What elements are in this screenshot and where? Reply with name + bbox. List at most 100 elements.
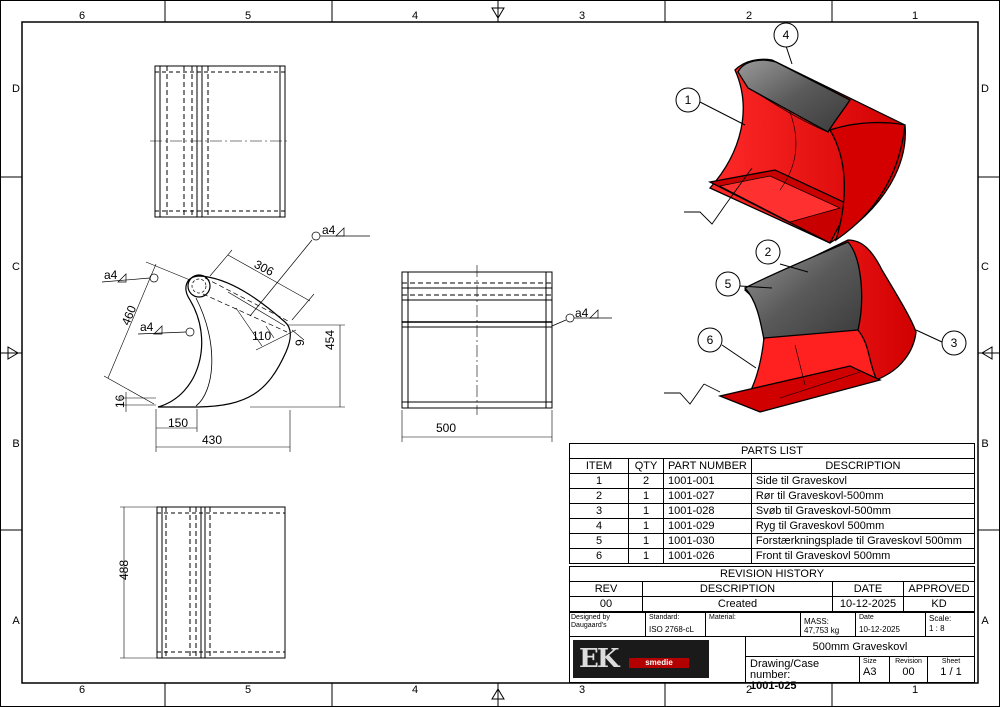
parts-list-table: PARTS LIST ITEM QTY PART NUMBER DESCRIPT… [569,443,976,564]
cell-part: 1001-001 [663,473,752,489]
weld-text-side: a4 a4 a4 [104,223,336,334]
mass-label: MASS: [804,617,829,626]
balloons [675,22,967,369]
weld-a4-2: a4 [140,320,154,334]
material-label: Material: [709,614,736,621]
cell-item: 3 [569,503,629,519]
standard-cell: Standard: ISO 2768-cL [646,613,706,637]
balloon-6: 6 [707,333,714,347]
drawing-number-cell: Drawing/Case number: 1001-025 [746,657,860,692]
zone-col-3: 3 [579,10,585,22]
zone-row-C-r: C [981,261,989,273]
cell-desc: Forstærkningsplade til Graveskovl 500mm [750,533,976,549]
weld-a4-3: a4 [322,223,336,237]
drawing-number-label: Drawing/Case number: [750,658,820,681]
dim-16: 16 [113,394,127,408]
surface-symbols [664,167,753,405]
drawing-title: 500mm Graveskovl [746,637,974,657]
dim-110: 110 [252,329,271,343]
material-cell: Material: [706,613,801,637]
zone-col-5b: 5 [245,684,251,696]
zone-row-D: D [12,83,20,95]
drawing-number-value: 1001-025 [750,680,797,692]
cell-desc: Svøb til Graveskovl-500mm [750,503,976,519]
dim-488: 488 [117,560,131,580]
cell-item: 4 [569,518,629,534]
revision-cell: Revision 00 [890,657,928,682]
cell-qty: 2 [628,473,664,489]
cell-item: 1 [569,473,629,489]
cell-desc: Side til Graveskovl [750,473,976,489]
standard-value: ISO 2768-cL [649,625,694,634]
rev-value: 00 [569,596,643,612]
weld-symbols-side [101,227,370,337]
col-part-number: PART NUMBER [663,458,752,474]
cell-qty: 1 [628,488,664,504]
dim-500: 500 [436,421,456,435]
rev-col-approved: APPROVED [903,581,975,597]
cell-qty: 1 [628,503,664,519]
cell-item: 5 [569,533,629,549]
balloon-3: 3 [951,336,958,350]
iso-view-lower [717,239,917,413]
cell-qty: 1 [628,518,664,534]
zone-col-4b: 4 [412,684,418,696]
rev-date-value: 10-12-2025 [832,596,904,612]
date-value: 10-12-2025 [859,625,900,634]
rev-approved-value: KD [903,596,975,612]
dim-430: 430 [202,433,222,447]
balloon-2: 2 [765,245,772,259]
side-view-dim-text: 306 460 454 110 9 16 150 430 [113,257,337,447]
zone-col-3b: 3 [579,684,585,696]
zone-col-2: 2 [746,10,752,22]
revision-table: REVISION HISTORY REV DESCRIPTION DATE AP… [569,566,975,612]
designed-label: Designed by [571,614,610,621]
rev-col-date: DATE [832,581,904,597]
company-logo: EK smedie [570,637,746,682]
col-description: DESCRIPTION [750,458,976,474]
parts-list-title: PARTS LIST [569,443,975,459]
cell-part: 1001-027 [663,488,752,504]
zone-row-B-r: B [981,438,988,450]
logo-mark: EK [579,644,619,674]
cell-item: 2 [569,488,629,504]
designed-value: Daugaard's [571,622,607,629]
bottom-view [120,506,286,659]
side-view-dimensions [103,249,345,452]
front-view [401,265,612,442]
mass-value: 47,753 kg [804,626,840,635]
zone-row-A-r: A [981,615,989,627]
revision-label: Revision [895,658,922,665]
zone-row-B: B [12,438,19,450]
title-block: Designed by Daugaard's Standard: ISO 276… [569,612,975,692]
scale-label: Scale: [929,614,952,623]
size-cell: Size A3 [860,657,890,682]
sheet-value: 1 / 1 [940,666,962,678]
sheet-label: Sheet [941,658,961,665]
balloon-text: 1 4 2 5 6 3 [685,28,958,350]
date-cell: Date 10-12-2025 [856,613,926,637]
weld-a4-1: a4 [104,268,118,282]
dim-460: 460 [119,303,140,327]
cell-desc: Rør til Graveskovl-500mm [750,488,976,504]
cell-qty: 1 [628,548,664,564]
balloon-1: 1 [685,93,692,107]
dim-454: 454 [323,330,337,350]
weld-a4-4: a4 [575,306,589,320]
zone-col-1b: 1 [912,684,918,696]
standard-label: Standard: [649,614,680,621]
zone-col-6: 6 [79,10,85,22]
scale-value: 1 : 8 [929,624,945,633]
cell-item: 6 [569,548,629,564]
zone-col-2b: 2 [746,684,752,696]
scale-cell: Scale: 1 : 8 [926,613,974,637]
